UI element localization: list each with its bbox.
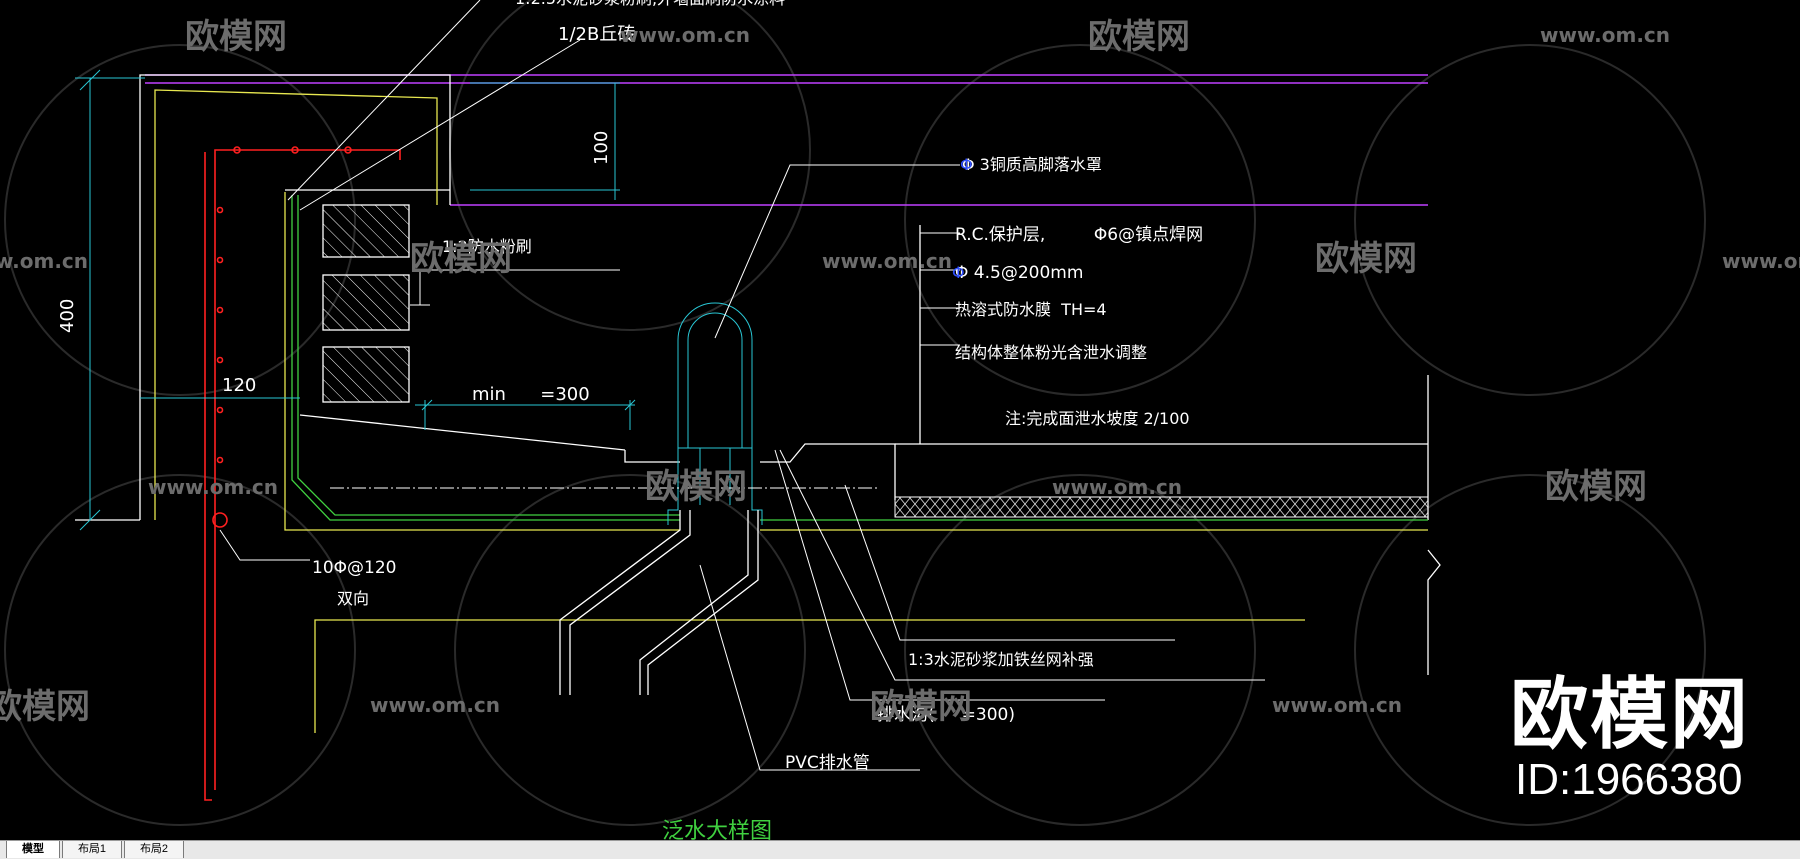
label-rebar: 10Φ@120	[312, 558, 396, 578]
watermark-logo: 欧模网	[185, 17, 287, 57]
watermark-id: ID:1966380	[1515, 755, 1743, 804]
label-pvc: PVC排水管	[785, 753, 870, 773]
watermark-logo: 欧模网	[1545, 467, 1647, 507]
watermark-logo-large: 欧模网	[1510, 670, 1751, 760]
watermark-logo: 欧模网	[870, 687, 972, 727]
label-dim-120: 120	[222, 375, 256, 396]
watermark-circles	[4, 0, 1706, 826]
label-slope: 注:完成面泄水坡度 2/100	[1005, 409, 1190, 428]
label-mesh: Φ 4.5@200mm	[955, 263, 1083, 283]
label-dim-400: 400	[57, 299, 78, 333]
watermark-urls: www.om.cn www.om.cn www.om.cn www.om.cn …	[0, 23, 1800, 717]
watermark-logo: 欧模网	[1088, 17, 1190, 57]
label-brick: 1/2B丘砖	[558, 24, 635, 45]
svg-text:Φ: Φ	[952, 263, 965, 282]
label-mortar: 1:3水泥砂浆加铁丝网补强	[908, 650, 1094, 669]
watermark-url: www.om.cn	[620, 23, 750, 47]
insulation-layer	[894, 496, 1429, 518]
watermark-logo: 欧模网	[0, 687, 90, 727]
watermark-url: www.om.cn	[1540, 23, 1670, 47]
dimension-lines	[75, 69, 763, 531]
leader-lines	[219, 0, 1265, 771]
brick-blocks	[322, 204, 410, 403]
watermark-url: www.om.cn	[1052, 475, 1182, 499]
label-dim-100: 100	[591, 131, 612, 165]
watermark-url: www.om.cn	[0, 249, 88, 273]
svg-text:Φ: Φ	[960, 155, 973, 174]
watermark-url: www.om.cn	[822, 249, 952, 273]
label-rc: R.C.保护层, Φ6@镇点焊网	[955, 225, 1203, 245]
parapet-outline	[75, 74, 1441, 675]
label-top-cut: 1:2.5水泥砂浆粉刷,外墙面刷防水涂料	[515, 0, 785, 8]
drain-pipes	[559, 510, 759, 695]
drawing-labels: 1:2.5水泥砂浆粉刷,外墙面刷防水涂料 1/2B丘砖 100 400 120 …	[57, 0, 1203, 840]
label-membrane: 热溶式防水膜 TH=4	[955, 300, 1107, 319]
cad-drawing-canvas[interactable]: 1:2.5水泥砂浆粉刷,外墙面刷防水涂料 1/2B丘砖 100 400 120 …	[0, 0, 1800, 840]
label-plaster: 1:2防水粉刷	[442, 237, 532, 256]
watermark-url: www.om.cn	[1272, 693, 1402, 717]
label-rebar-dir: 双向	[337, 589, 369, 608]
label-cover: Φ 3铜质高脚落水罩	[962, 155, 1102, 174]
label-trench: 排水沟( =300)	[877, 705, 1015, 725]
watermark-url: www.om.cn	[1722, 249, 1800, 273]
yellow-lines	[154, 89, 1428, 733]
layout-tab-bar: 模型 布局1 布局2	[0, 840, 1800, 859]
rebar	[204, 146, 401, 801]
tab-layout-1[interactable]: 布局1	[62, 841, 122, 858]
watermark-logo: 欧模网	[410, 239, 512, 279]
watermark-logo: 欧模网	[645, 467, 747, 507]
watermark-url: www.om.cn	[148, 475, 278, 499]
drawing-title: 泛水大样图	[662, 819, 772, 840]
watermark-logo: 欧模网	[1315, 239, 1417, 279]
blue-markers: Φ Φ	[952, 155, 973, 282]
green-membrane	[291, 195, 1428, 521]
tab-layout-2[interactable]: 布局2	[124, 841, 184, 858]
label-min300: min =300	[472, 384, 590, 405]
label-structure: 结构体整体粉光含泄水调整	[955, 343, 1147, 362]
tab-model[interactable]: 模型	[6, 841, 60, 858]
watermark-texts: 欧模网 欧模网 欧模网 欧模网 欧模网 欧模网 欧模网 欧模网	[0, 17, 1647, 727]
watermark-url: www.om.cn	[370, 693, 500, 717]
